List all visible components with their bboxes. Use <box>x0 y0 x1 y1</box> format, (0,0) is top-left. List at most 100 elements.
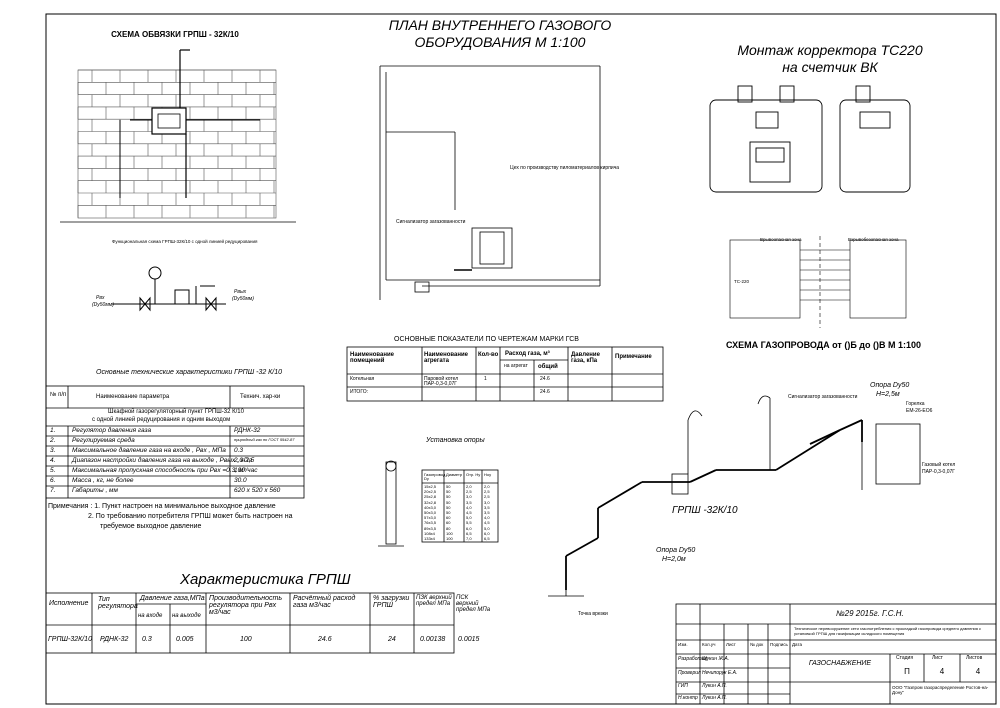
signal-label-2: Сигнализатор загазованности <box>788 394 858 400</box>
char-h-1: Тип регулятора <box>98 596 138 610</box>
params-row-value: 0.3 <box>234 447 244 454</box>
support-cell: 4,0 <box>484 515 490 521</box>
support-cell: 20х2,5 <box>424 489 437 495</box>
stamp-stage-h: Стадия <box>896 655 914 661</box>
stamp-org: ООО "Газпром газораспределение Ростов-на… <box>892 685 989 695</box>
stamp-section: ГАЗОСНАБЖЕНИЕ <box>808 660 872 667</box>
indicators-table-lines <box>346 346 664 402</box>
plan-title-2: ОБОРУДОВАНИЯ М 1:100 <box>414 34 586 50</box>
params-subtitle-2: с одной линией редуцирования и одним вых… <box>92 417 231 423</box>
safe-zone-label: Взрывобезопасная зона <box>848 237 899 242</box>
stamp-person-role: Разработал <box>678 656 708 662</box>
support-bot-label: Опора Dy50 <box>656 547 696 554</box>
char-cell: 0.0015 <box>458 636 480 643</box>
char-h-4: Расчётный расход газа м3/час <box>293 595 356 609</box>
stamp-person-role: Проверил <box>678 670 701 676</box>
ind-h-0: Наименование помещений <box>350 352 395 364</box>
char-sub-1: на выходе <box>172 613 201 619</box>
support-cell: 2,5 <box>484 494 490 500</box>
params-row-no: 7. <box>50 487 56 494</box>
rout-label: Рвых <box>234 289 247 295</box>
support-cell: 40х3,0 <box>424 504 437 510</box>
stamp-person-name: Лукин А.П. <box>702 683 727 689</box>
stamp-person-name: Нечипорук Е.А. <box>702 670 738 676</box>
corrector-title: Монтаж корректора ТС220 <box>737 42 923 58</box>
char-cell: 0.005 <box>176 636 194 643</box>
support-cell: 7,0 <box>466 536 472 541</box>
char-h-0: Исполнение <box>49 600 89 607</box>
characteristics-title: Характеристика ГРПШ <box>180 571 351 588</box>
tc220-label: ТС-220 <box>734 279 750 284</box>
support-cell: 6,5 <box>466 530 472 536</box>
support-header: Газопровод Dy <box>424 472 446 481</box>
support-header: Диаметр <box>446 472 463 477</box>
stamp-sheets: 4 <box>975 667 981 676</box>
support-cell: 3,5 <box>484 510 490 515</box>
ind-h-4: Давление газа, кПа <box>571 352 600 364</box>
grpsh-cabinet-wall <box>151 107 187 135</box>
indicators-title: ОСНОВНЫЕ ПОКАЗАТЕЛИ ПО ЧЕРТЕЖАМ МАРКИ ГС… <box>394 336 579 343</box>
funct-label: Функциональная схема ГРПШ-32К/10 с одной… <box>112 239 258 244</box>
support-top-label-2: H=2,5м <box>876 391 900 398</box>
support-cell: 57х3,0 <box>424 515 437 521</box>
stamp-role: Изм. <box>678 642 688 647</box>
support-cell: 89х3,5 <box>424 525 437 531</box>
support-cell: 60 <box>446 515 451 521</box>
stamp-stage: П <box>904 667 910 676</box>
support-cell: 50 <box>446 484 451 489</box>
support-cell: 100 <box>446 530 453 536</box>
point-label: Точка врезки <box>578 611 608 617</box>
params-row-value: 2,0-2,5 <box>234 457 255 464</box>
params-row-no: 2. <box>50 437 56 444</box>
boiler-label: Газовый котел <box>922 462 956 468</box>
explosion-zone-label: Врывоопасная зона <box>760 237 802 242</box>
support-cell: 5,0 <box>466 515 472 521</box>
params-table-lines <box>45 385 305 499</box>
ind-h-1: Наименование агрегата <box>424 352 469 364</box>
char-h-7: ПСК верхний предел МПа <box>456 595 491 613</box>
params-row-value: 620 х 520 х 560 <box>234 487 281 494</box>
wiring-diagram <box>729 236 907 328</box>
params-h-name: Наименование параметра <box>96 394 170 400</box>
support-cell: 50х3,0 <box>424 510 437 515</box>
indicator-cell: 24.6 <box>540 389 550 395</box>
char-cell: 0.00138 <box>420 636 446 643</box>
rec-label-2: (Dy50мм) <box>92 302 114 308</box>
support-cell: 3,0 <box>484 499 490 505</box>
ind-h-5: Примечание <box>615 354 652 360</box>
stamp-role: Подпись <box>770 642 788 647</box>
support-cell: 60 <box>446 520 451 526</box>
params-row-value: РДНК-32 <box>234 427 261 434</box>
support-cell: 50 <box>446 510 451 515</box>
params-row-name: Регулятор давления газа <box>72 427 152 434</box>
params-h-val: Технич. хар-ки <box>240 394 281 400</box>
stamp-person-name: Лукин А.П. <box>702 695 727 701</box>
boiler-label-2: ПАР-0,3-0,07Г <box>922 469 955 475</box>
support-top-label: Опора Dy50 <box>870 382 910 389</box>
support-drawing <box>378 460 499 547</box>
char-h-5: % загрузки ГРПШ <box>373 595 410 609</box>
support-cell: 6,5 <box>484 536 490 541</box>
params-row-name: Максимальная пропускная способность при … <box>72 467 258 474</box>
stamp-person-name: Щукин Ж.А. <box>702 656 730 662</box>
params-row-no: 3. <box>50 447 56 454</box>
title-block-lines <box>675 603 997 705</box>
support-cell: 5,5 <box>466 520 472 526</box>
char-cell: 24 <box>388 636 396 643</box>
support-cell: 50 <box>446 499 451 505</box>
grpsh-label: ГРПШ -32К/10 <box>672 505 738 516</box>
stamp-person-role: Н.контр <box>678 695 698 701</box>
support-header: Ноу <box>484 472 492 477</box>
stamp-role: Кол.уч <box>702 642 716 647</box>
corrector-title-2: на счетчик ВК <box>782 59 878 75</box>
support-cell: 4,5 <box>466 510 472 515</box>
support-cell: 80 <box>446 525 451 531</box>
params-row-no: 6. <box>50 477 56 484</box>
stamp-sheet-h: Лист <box>932 655 943 661</box>
params-row-no: 5. <box>50 467 56 474</box>
indicator-cell: 1 <box>484 376 487 382</box>
signal-label: Сигнализатор загазованности <box>396 219 466 225</box>
params-row-value: природный газ по ГОСТ 5542-87 <box>234 437 295 442</box>
